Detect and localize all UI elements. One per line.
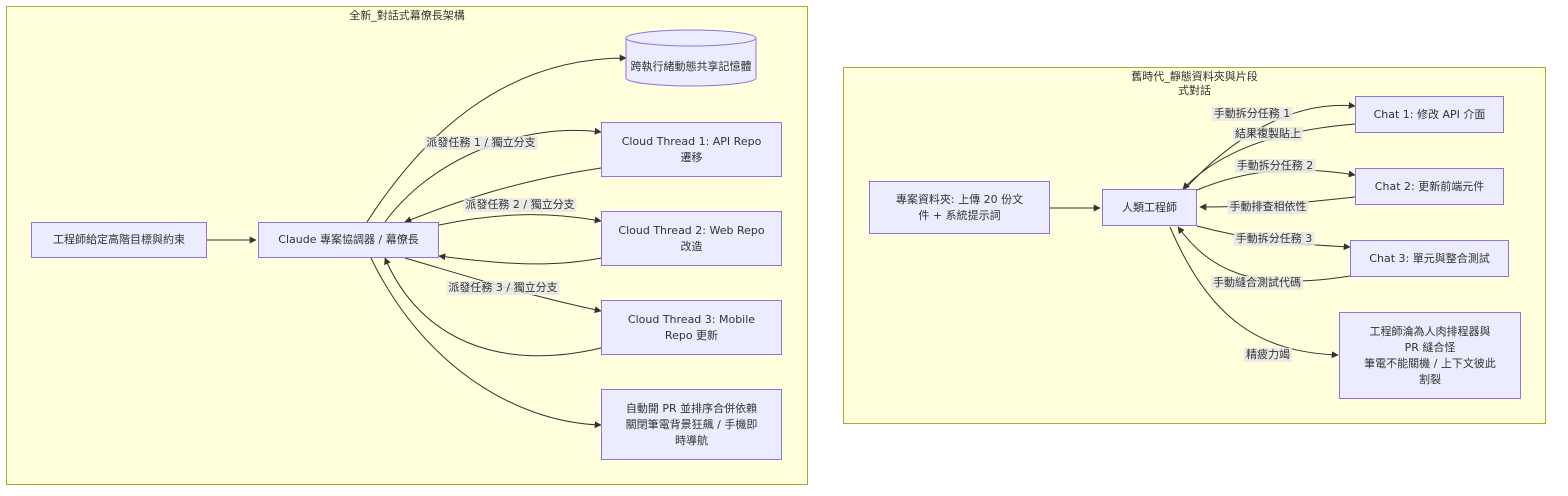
chat-2-label: Chat 2: 更新前端元件	[1374, 179, 1485, 193]
old-cluster-title: 舊時代_靜態資料夾與片段 式對話	[844, 70, 1545, 98]
edge-orchestrator-to-thread1	[384, 127, 602, 223]
edge-orchestrator-to-memory	[366, 54, 627, 223]
project-folder-line2: 件 + 系統提示詞	[918, 208, 1001, 222]
old-cluster-title-line2: 式對話	[1178, 84, 1211, 97]
cloud-thread-1-node: Cloud Thread 1: API Repo 遷移	[601, 122, 782, 177]
chat-3-label: Chat 3: 單元與整合測試	[1369, 251, 1490, 265]
orchestrator-label: Claude 專案協調器 / 幕僚長	[278, 233, 419, 246]
human-engineer-label: 人類工程師	[1122, 200, 1177, 214]
auto-pr-line1: 自動開 PR 並排序合併依賴	[625, 401, 758, 415]
edge-thread3-to-orchestrator	[384, 257, 602, 357]
project-folder-node: 專案資料夾: 上傳 20 份文 件 + 系統提示詞	[869, 181, 1050, 234]
edge-thread2-to-orchestrator	[438, 253, 602, 265]
chat-2-node: Chat 2: 更新前端元件	[1355, 168, 1504, 205]
auto-pr-node: 自動開 PR 並排序合併依賴 關閉筆電背景狂飆 / 手機即 時導航	[601, 389, 782, 460]
orchestrator-node: Claude 專案協調器 / 幕僚長	[258, 222, 439, 258]
new-cluster-title: 全新_對話式幕僚長架構	[349, 9, 465, 22]
chat-1-label: Chat 1: 修改 API 介面	[1373, 107, 1486, 121]
copy-paste-label: 結果複製貼上	[1233, 127, 1303, 141]
cloud-thread-3-line2: Repo 更新	[664, 328, 719, 342]
project-folder-line1: 專案資料夾: 上傳 20 份文	[895, 192, 1024, 206]
outcome-line4: 割裂	[1419, 372, 1441, 386]
dispatch-2-label: 派發任務 2 / 獨立分支	[463, 198, 577, 212]
cloud-thread-2-line1: Cloud Thread 2: Web Repo	[618, 223, 765, 237]
edge-engineer-to-outcome	[1169, 226, 1339, 359]
split-1-label: 手動拆分任務 1	[1211, 107, 1293, 121]
edge-chat1-to-engineer	[1182, 123, 1356, 190]
auto-pr-line3: 時導航	[675, 433, 708, 447]
cloud-thread-1-line2: 遷移	[680, 150, 703, 164]
cloud-thread-2-node: Cloud Thread 2: Web Repo 改造	[601, 211, 782, 266]
shared-memory-cylinder	[625, 29, 757, 87]
split-3-label: 手動拆分任務 3	[1233, 232, 1315, 246]
cloud-thread-3-line1: Cloud Thread 3: Mobile	[627, 312, 756, 326]
old-cluster-title-line1: 舊時代_靜態資料夾與片段	[1131, 70, 1258, 83]
cloud-thread-1-line1: Cloud Thread 1: API Repo	[621, 134, 762, 148]
edge-orchestrator-to-thread2	[438, 214, 602, 226]
dispatch-1-label: 派發任務 1 / 獨立分支	[424, 136, 538, 150]
edge-orchestrator-to-autopr	[370, 257, 602, 429]
outcome-line1: 工程師淪為人肉排程器與	[1369, 324, 1491, 338]
edge-chat3-to-engineer	[1177, 226, 1351, 282]
cloud-thread-2-line2: 改造	[680, 239, 703, 253]
exhausted-label: 精疲力竭	[1244, 348, 1292, 362]
outcome-node: 工程師淪為人肉排程器與 PR 縫合怪 筆電不能關機 / 上下文彼此 割裂	[1339, 312, 1521, 399]
engineer-goal-label: 工程師給定高階目標與約束	[53, 233, 185, 246]
chat-1-node: Chat 1: 修改 API 介面	[1355, 96, 1504, 133]
stitch-tests-label: 手動縫合測試代碼	[1211, 276, 1303, 290]
debug-deps-label: 手動排查相依性	[1227, 200, 1309, 214]
shared-memory-label: 跨執行緒動態共享記憶體	[630, 60, 752, 73]
cloud-thread-3-node: Cloud Thread 3: Mobile Repo 更新	[601, 300, 782, 355]
edge-thread1-to-orchestrator	[404, 167, 602, 223]
outcome-line3: 筆電不能關機 / 上下文彼此	[1364, 356, 1496, 370]
outcome-line2: PR 縫合怪	[1404, 340, 1456, 354]
auto-pr-line2: 關閉筆電背景狂飆 / 手機即	[625, 417, 758, 431]
chat-3-node: Chat 3: 單元與整合測試	[1350, 240, 1509, 277]
dispatch-3-label: 派發任務 3 / 獨立分支	[446, 281, 560, 295]
human-engineer-node: 人類工程師	[1102, 189, 1197, 226]
engineer-goal-node: 工程師給定高階目標與約束	[31, 222, 207, 258]
split-2-label: 手動拆分任務 2	[1234, 159, 1316, 173]
